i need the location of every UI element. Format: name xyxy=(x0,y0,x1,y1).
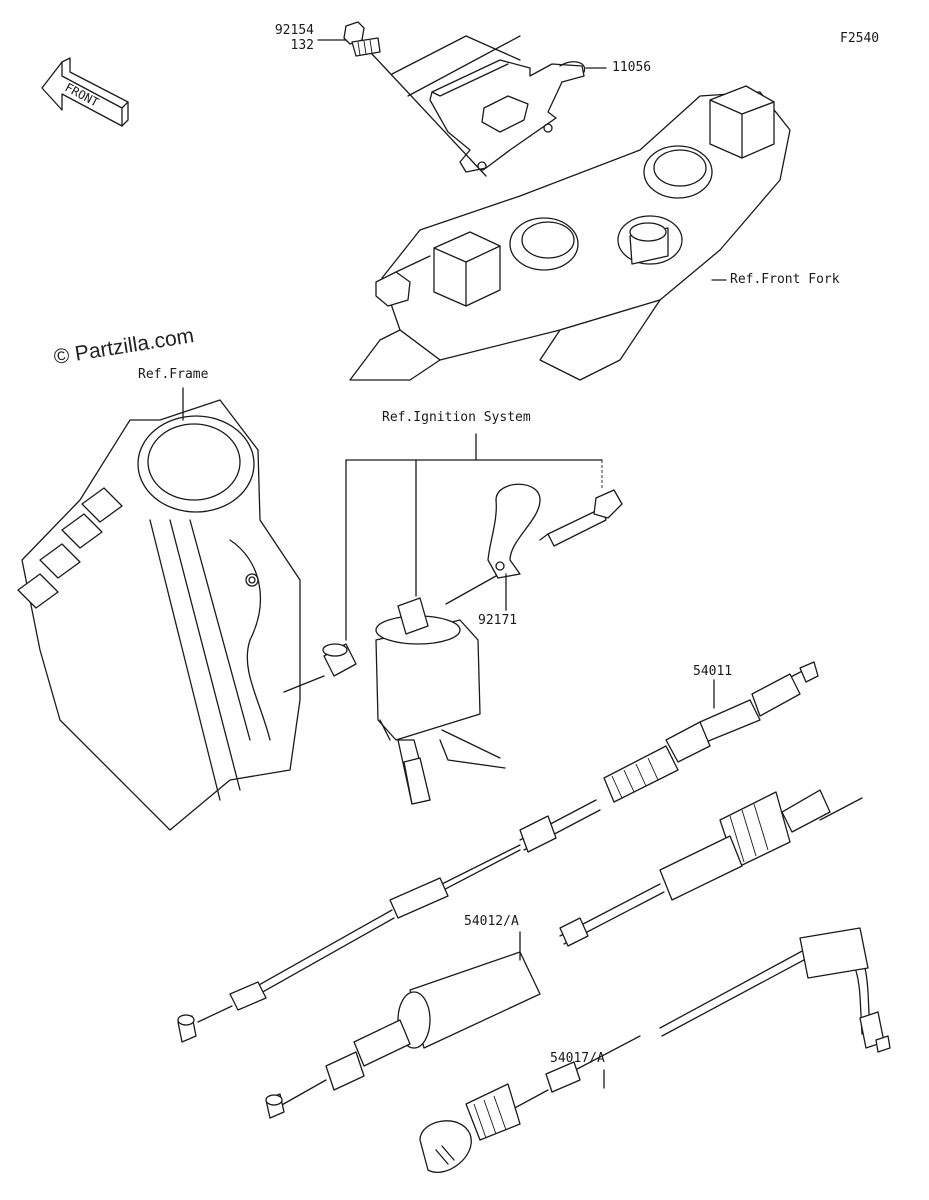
collar[interactable] xyxy=(322,643,357,677)
part-qty-92154: 132 xyxy=(290,38,314,53)
bolt-long[interactable] xyxy=(539,489,623,547)
part-number-54011[interactable]: 54011 xyxy=(693,664,733,679)
clamp-92171[interactable] xyxy=(487,483,541,579)
ref-ignition-system[interactable]: Ref.Ignition System xyxy=(382,410,531,425)
top-bridge xyxy=(349,35,791,381)
bolt-92154[interactable] xyxy=(343,21,381,57)
cable-54017[interactable] xyxy=(419,927,891,1173)
part-number-92171[interactable]: 92171 xyxy=(478,613,518,628)
bracket-11056[interactable] xyxy=(429,59,586,173)
ref-frame[interactable]: Ref.Frame xyxy=(138,367,209,382)
part-number-92154[interactable]: 92154 xyxy=(274,23,314,38)
cable-54012[interactable] xyxy=(265,789,863,1119)
figure-code: F2540 xyxy=(840,31,880,46)
frame-head xyxy=(17,399,301,831)
part-number-11056[interactable]: 11056 xyxy=(612,60,652,75)
ref-front-fork[interactable]: Ref.Front Fork xyxy=(730,272,840,287)
cable-54011[interactable] xyxy=(177,661,819,1043)
part-number-54012[interactable]: 54012/A xyxy=(464,914,519,929)
ignition-coil[interactable] xyxy=(375,597,506,805)
front-arrow-icon: FRONT xyxy=(41,57,129,127)
part-number-54017[interactable]: 54017/A xyxy=(550,1051,605,1066)
